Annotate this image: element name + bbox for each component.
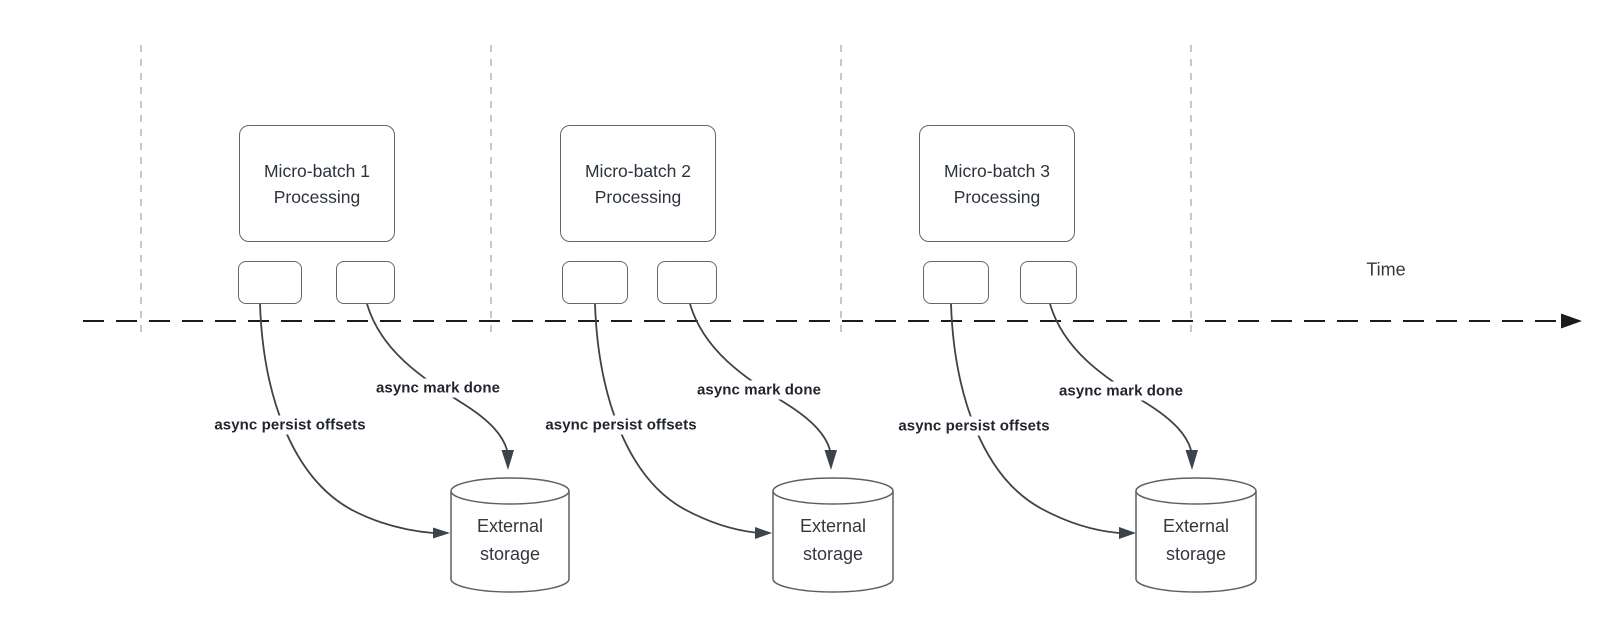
storage-cylinder-top-3 xyxy=(1135,477,1257,505)
persist-offsets-arrow-2 xyxy=(594,303,756,534)
storage-label-3: External storage xyxy=(1162,516,1230,564)
microbatch-1-box-label: Micro-batch 1 Processing xyxy=(263,160,370,207)
storage-label-2: External storage xyxy=(799,516,867,564)
mark-done-task-box-3 xyxy=(1020,261,1077,304)
microbatch-3-box-label: Micro-batch 3 Processing xyxy=(943,160,1050,207)
persist-task-box-2 xyxy=(562,261,628,304)
mark-done-task-box-1 xyxy=(336,261,395,304)
persist-offsets-label-3: async persist offsets xyxy=(895,416,1053,436)
persist-offsets-arrow-1 xyxy=(259,303,434,534)
persist-offsets-arrowhead-3-icon xyxy=(1119,527,1136,539)
mark-done-arrowhead-3-icon xyxy=(1185,450,1198,470)
mark-done-arrowhead-1-icon xyxy=(501,450,514,470)
mark-done-label-1: async mark done xyxy=(372,378,504,398)
time-axis-label: Time xyxy=(1366,259,1406,280)
storage-label-1: External storage xyxy=(476,516,544,564)
storage-cylinder-top-1 xyxy=(450,477,570,505)
storage-cylinder-body-2 xyxy=(772,491,894,593)
persist-offsets-arrowhead-2-icon xyxy=(755,527,772,539)
storage-cylinder-body-3 xyxy=(1135,491,1257,593)
mark-done-arrow-3 xyxy=(1049,303,1192,451)
mark-done-arrow-1 xyxy=(366,303,508,451)
persist-task-box-1 xyxy=(238,261,302,304)
microbatch-2-box: Micro-batch 2 Processing xyxy=(560,125,716,242)
time-axis-arrowhead-icon xyxy=(1561,313,1582,329)
persist-task-box-3 xyxy=(923,261,989,304)
mark-done-arrow-2 xyxy=(689,303,831,451)
persist-offsets-label-1: async persist offsets xyxy=(211,415,369,435)
storage-cylinder-top-2 xyxy=(772,477,894,505)
microbatch-3-box: Micro-batch 3 Processing xyxy=(919,125,1075,242)
microbatch-2-box-label: Micro-batch 2 Processing xyxy=(584,160,691,207)
persist-offsets-arrow-3 xyxy=(950,303,1120,534)
mark-done-task-box-2 xyxy=(657,261,717,304)
storage-cylinder-body-1 xyxy=(450,491,570,593)
mark-done-arrowhead-2-icon xyxy=(824,450,837,470)
microbatch-1-box: Micro-batch 1 Processing xyxy=(239,125,395,242)
persist-offsets-label-2: async persist offsets xyxy=(542,415,700,435)
mark-done-label-3: async mark done xyxy=(1055,381,1187,401)
persist-offsets-arrowhead-1-icon xyxy=(433,527,450,539)
mark-done-label-2: async mark done xyxy=(693,380,825,400)
